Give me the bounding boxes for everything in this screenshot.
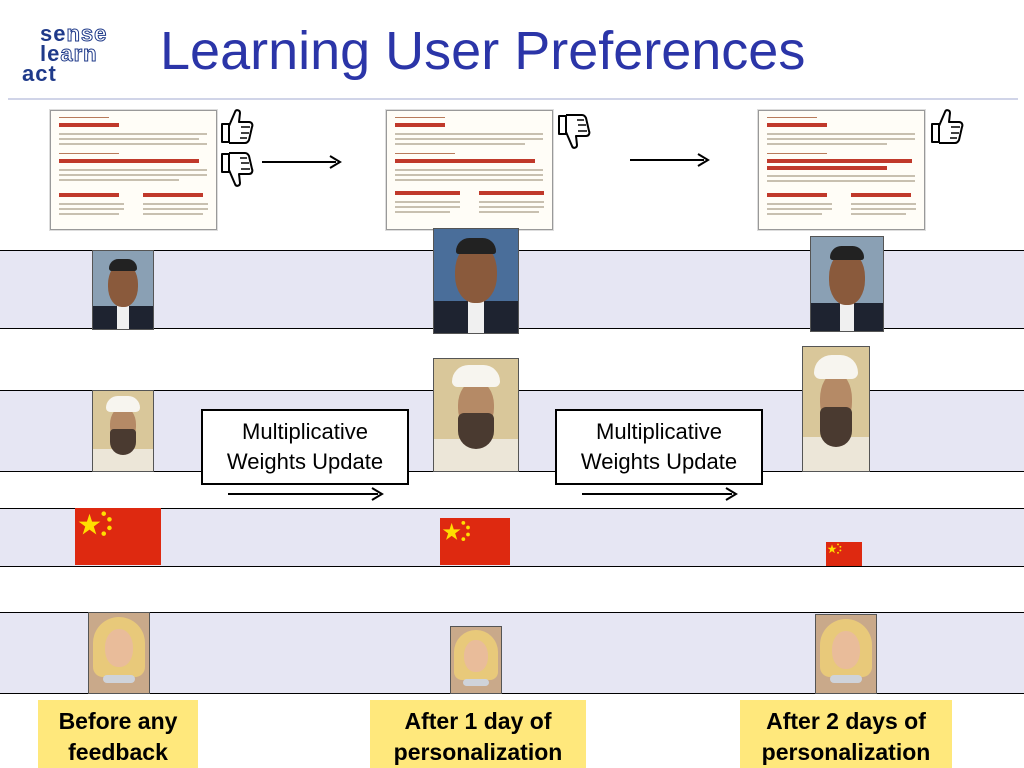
bin-laden-portrait bbox=[433, 358, 519, 472]
news-page-thumbnail bbox=[386, 110, 553, 230]
stage-caption: After 1 day of personalization bbox=[370, 700, 586, 768]
thumbs-down-icon bbox=[218, 150, 254, 198]
multiplicative-weights-update-box: Multiplicative Weights Update bbox=[555, 409, 763, 485]
bin-laden-portrait bbox=[802, 346, 870, 472]
logo-text: act bbox=[22, 61, 57, 86]
sense-learn-act-logo: sense learn act bbox=[22, 21, 122, 90]
obama-portrait bbox=[92, 250, 154, 330]
obama-portrait bbox=[810, 236, 884, 332]
multiplicative-weights-update-box: Multiplicative Weights Update bbox=[201, 409, 409, 485]
china-flag bbox=[440, 518, 510, 565]
page-title: Learning User Preferences bbox=[160, 21, 806, 81]
caption-line2: personalization bbox=[761, 739, 931, 765]
china-flag bbox=[826, 542, 862, 566]
caption-line1: After 2 days of bbox=[766, 708, 926, 734]
thumbs-down-icon bbox=[555, 112, 591, 160]
britney-portrait bbox=[815, 614, 877, 694]
logo-text: arn bbox=[60, 41, 98, 66]
stage-caption: After 2 days of personalization bbox=[740, 700, 952, 768]
bin-laden-portrait bbox=[92, 390, 154, 472]
caption-line1: After 1 day of bbox=[404, 708, 552, 734]
update-label-line1: Multiplicative bbox=[242, 419, 368, 444]
china-flag bbox=[75, 508, 161, 565]
obama-portrait bbox=[433, 228, 519, 334]
thumbs-up-icon bbox=[928, 106, 964, 152]
caption-line1: Before any bbox=[58, 708, 178, 734]
logo-text: nse bbox=[66, 21, 108, 46]
arrow-right-icon bbox=[582, 487, 738, 501]
arrow-right-icon bbox=[630, 153, 710, 167]
arrow-right-icon bbox=[262, 155, 342, 169]
news-page-thumbnail bbox=[50, 110, 217, 230]
thumbs-up-icon bbox=[218, 106, 254, 152]
news-page-thumbnail bbox=[758, 110, 925, 230]
update-label-line1: Multiplicative bbox=[596, 419, 722, 444]
stage-caption: Before any feedback bbox=[38, 700, 198, 768]
title-divider bbox=[8, 98, 1018, 100]
caption-line2: personalization bbox=[393, 739, 563, 765]
update-label-line2: Weights Update bbox=[226, 449, 384, 474]
arrow-right-icon bbox=[228, 487, 384, 501]
logo-text: se bbox=[40, 21, 67, 46]
caption-line2: feedback bbox=[68, 739, 168, 765]
logo-text: le bbox=[40, 41, 61, 66]
update-label-line2: Weights Update bbox=[580, 449, 738, 474]
britney-portrait bbox=[88, 612, 150, 694]
britney-portrait bbox=[450, 626, 502, 694]
